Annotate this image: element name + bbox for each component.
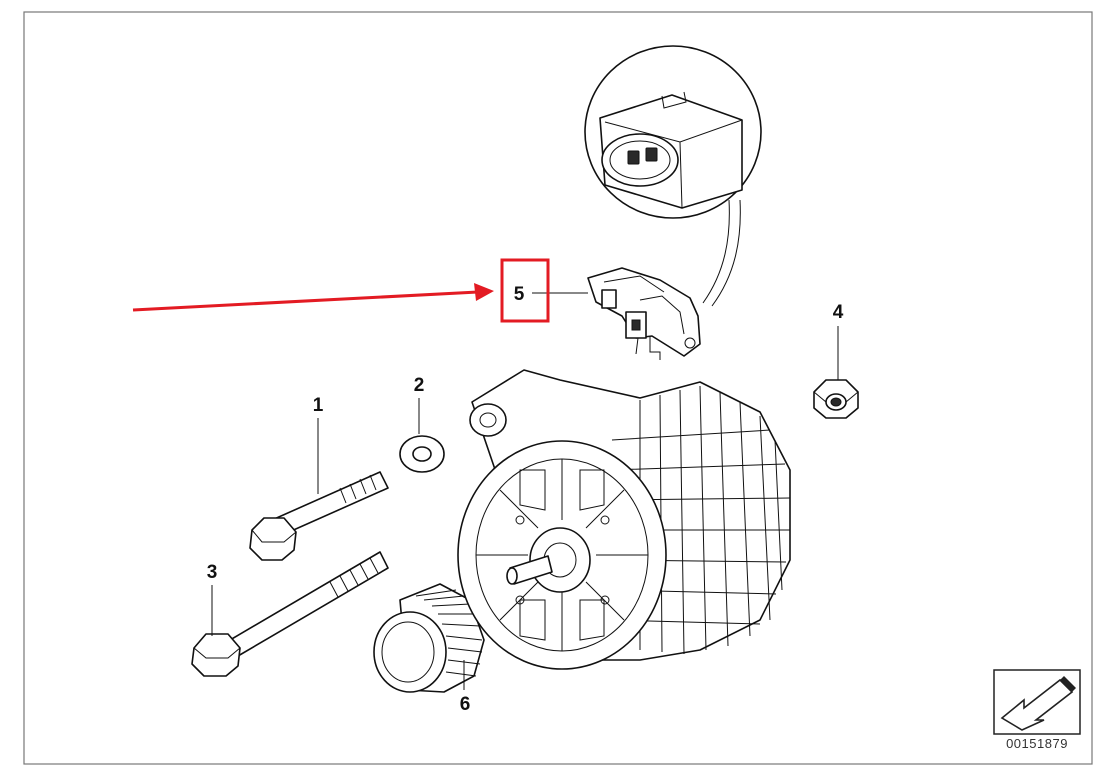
diagram-frame xyxy=(23,11,1093,765)
voltage-regulator-part xyxy=(587,267,701,360)
alternator-body xyxy=(457,369,791,670)
hex-nut-part xyxy=(813,379,859,419)
pulley-part xyxy=(373,583,485,693)
highlight-box xyxy=(500,258,550,323)
callout-label-1: 1 xyxy=(313,395,324,416)
callout-label-2: 2 xyxy=(414,375,425,396)
long-bolt-part xyxy=(191,551,389,677)
callout-label-3: 3 xyxy=(207,562,218,583)
washer-part xyxy=(399,435,445,473)
connector-detail-inset xyxy=(584,45,762,307)
orientation-arrow-icon xyxy=(993,669,1081,735)
callout-label-6: 6 xyxy=(460,694,471,715)
callout-label-5: 5 xyxy=(514,284,525,305)
highlight-arrow xyxy=(132,283,494,312)
catalog-number: 00151879 xyxy=(1006,736,1068,751)
short-bolt-part xyxy=(249,471,389,561)
callout-label-4: 4 xyxy=(833,302,844,323)
